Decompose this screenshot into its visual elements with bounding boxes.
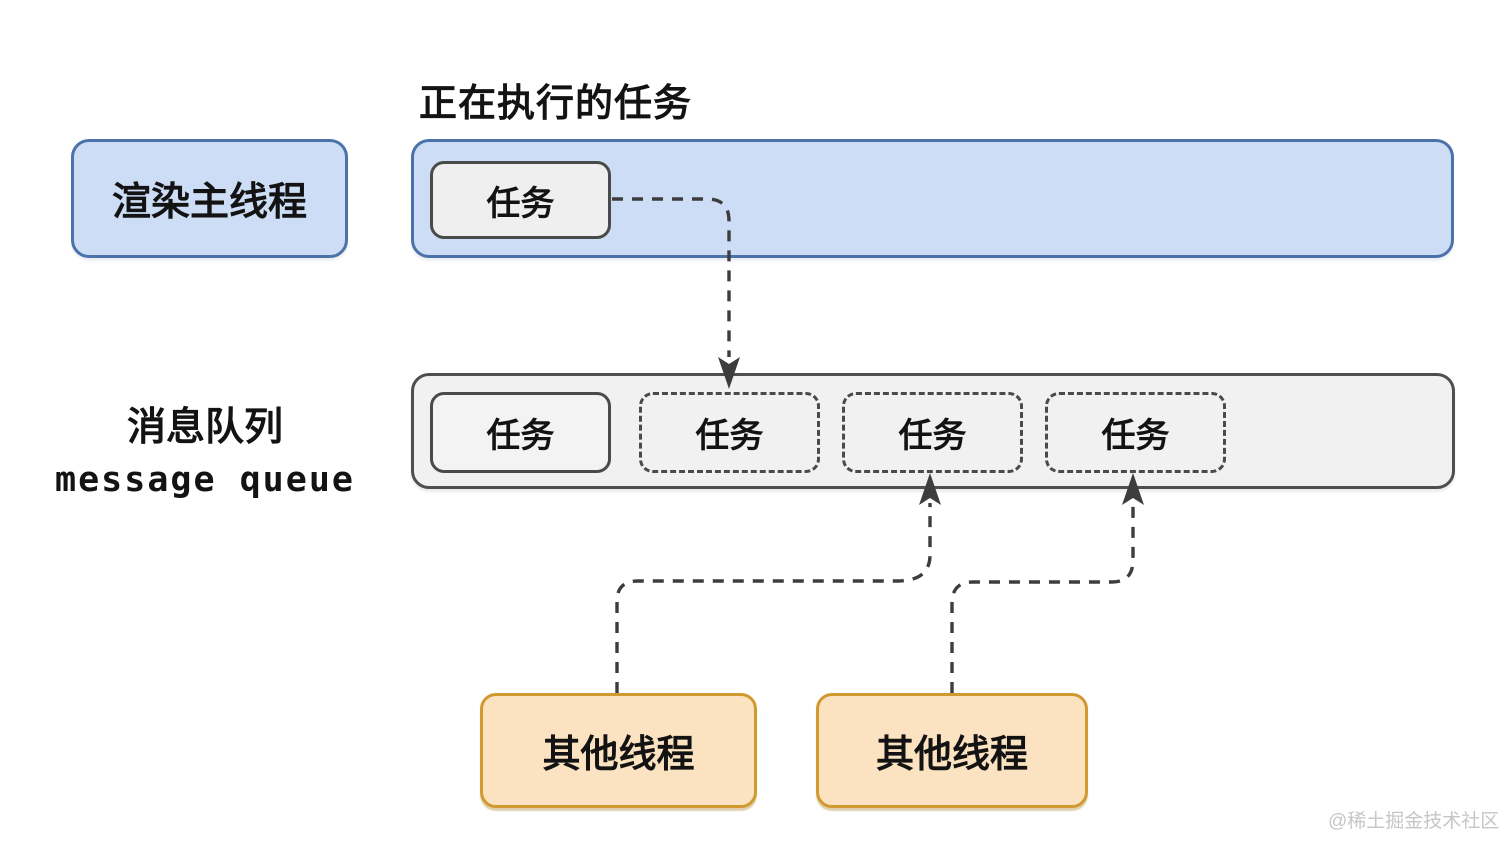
watermark: @稀土掘金技术社区 bbox=[1328, 811, 1500, 832]
other-thread-box-2: 其他线程 bbox=[816, 693, 1088, 808]
queue-task-4-label: 任务 bbox=[1101, 417, 1170, 455]
other-thread-2-label: 其他线程 bbox=[875, 734, 1028, 776]
queue-task-1-label: 任务 bbox=[486, 417, 555, 455]
executing-task-title: 正在执行的任务 bbox=[419, 83, 693, 125]
other-thread-1-label: 其他线程 bbox=[542, 734, 695, 776]
render-main-thread-box: 渲染主线程 bbox=[71, 139, 348, 258]
connector-other-thread-2-to-queue bbox=[950, 503, 1135, 693]
message-queue-label-cn: 消息队列 bbox=[126, 406, 283, 449]
queue-task-3-label: 任务 bbox=[898, 417, 967, 455]
queue-task-3: 任务 bbox=[842, 392, 1023, 473]
message-queue-label-en: message queue bbox=[55, 460, 355, 500]
queue-task-2-label: 任务 bbox=[695, 417, 764, 455]
queue-task-1: 任务 bbox=[430, 392, 611, 473]
running-task-label: 任务 bbox=[486, 184, 555, 223]
running-task-box: 任务 bbox=[430, 161, 611, 239]
queue-task-2: 任务 bbox=[639, 392, 820, 473]
main-thread-bar: 任务 bbox=[411, 139, 1454, 258]
render-main-thread-label: 渲染主线程 bbox=[111, 180, 307, 224]
message-queue-bar: 任务 任务 任务 任务 bbox=[411, 373, 1455, 489]
queue-task-4: 任务 bbox=[1045, 392, 1226, 473]
connector-other-thread-1-to-queue bbox=[615, 503, 932, 693]
other-thread-box-1: 其他线程 bbox=[480, 693, 757, 808]
message-queue-label: 消息队列 message queue bbox=[38, 396, 372, 500]
